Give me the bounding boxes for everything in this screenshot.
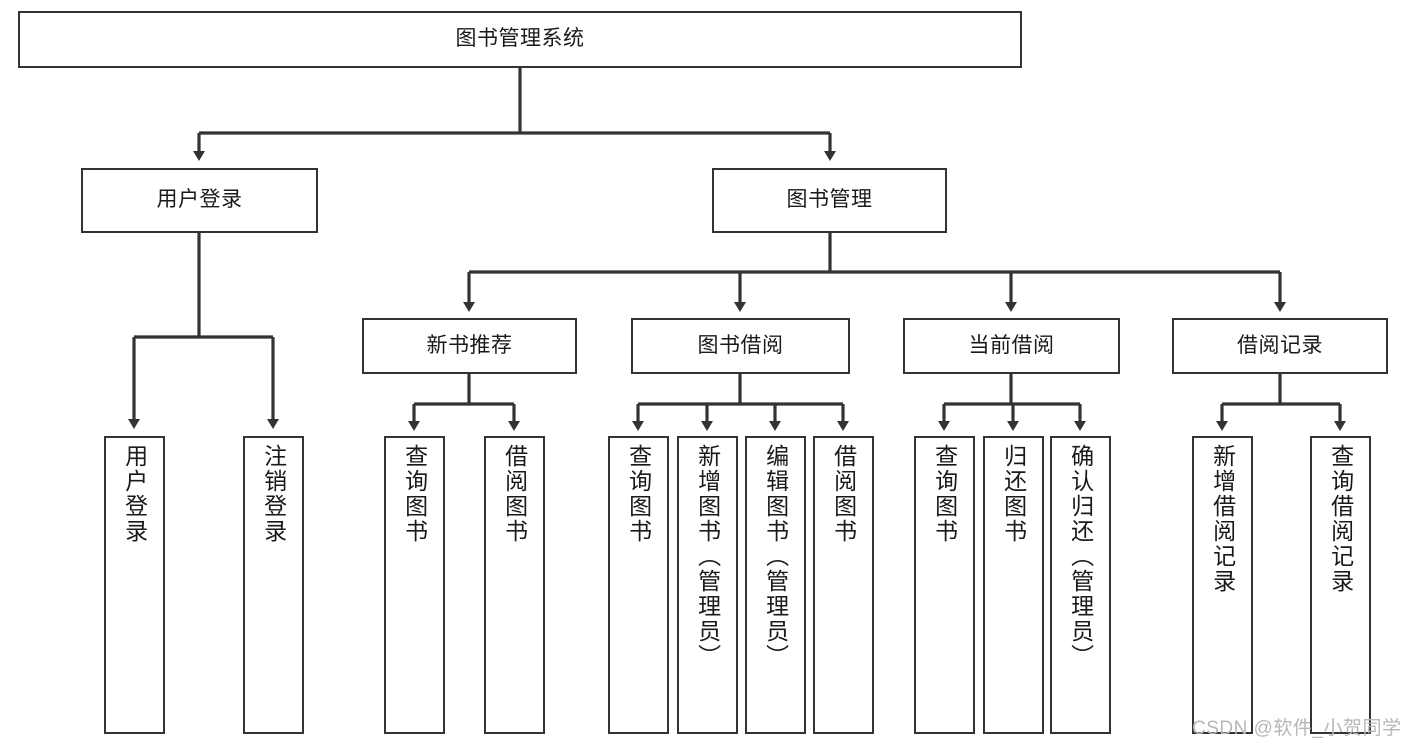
node-label: 查询图书 bbox=[401, 444, 428, 544]
node-label: 用户登录 bbox=[121, 444, 148, 544]
leaf-add-borrow-record[interactable]: 新增借阅记录 bbox=[1192, 436, 1253, 734]
leaf-borrow-book[interactable]: 借阅图书 bbox=[813, 436, 874, 734]
node-label: 新增图书（管理员） bbox=[694, 444, 721, 669]
leaf-edit-book-admin[interactable]: 编辑图书（管理员） bbox=[745, 436, 806, 734]
node-label: 借阅图书 bbox=[830, 444, 857, 544]
node-label: 图书管理 bbox=[786, 188, 873, 212]
node-label: 借阅记录 bbox=[1237, 333, 1323, 357]
node-borrow-record[interactable]: 借阅记录 bbox=[1172, 318, 1388, 374]
leaf-query-book-current[interactable]: 查询图书 bbox=[914, 436, 975, 734]
leaf-return-book[interactable]: 归还图书 bbox=[983, 436, 1044, 734]
watermark: CSDN @软件_小贺同学 bbox=[1192, 718, 1402, 739]
node-label: 确认归还（管理员） bbox=[1067, 444, 1094, 669]
node-new-book-recommend[interactable]: 新书推荐 bbox=[362, 318, 577, 374]
node-label: 新书推荐 bbox=[426, 333, 513, 357]
node-label: 查询图书 bbox=[625, 444, 652, 544]
node-label: 查询图书 bbox=[931, 444, 958, 544]
leaf-query-book-borrow[interactable]: 查询图书 bbox=[608, 436, 669, 734]
leaf-query-borrow-record[interactable]: 查询借阅记录 bbox=[1310, 436, 1371, 734]
node-current-borrow[interactable]: 当前借阅 bbox=[903, 318, 1120, 374]
leaf-logout-login[interactable]: 注销登录 bbox=[243, 436, 304, 734]
node-book-management[interactable]: 图书管理 bbox=[712, 168, 947, 233]
node-root-system[interactable]: 图书管理系统 bbox=[18, 11, 1022, 68]
leaf-user-login[interactable]: 用户登录 bbox=[104, 436, 165, 734]
node-label: 归还图书 bbox=[1000, 444, 1027, 544]
leaf-confirm-return-admin[interactable]: 确认归还（管理员） bbox=[1050, 436, 1111, 734]
node-user-login[interactable]: 用户登录 bbox=[81, 168, 318, 233]
node-label: 图书管理系统 bbox=[455, 27, 585, 51]
node-label: 注销登录 bbox=[260, 444, 287, 544]
leaf-borrow-book-new[interactable]: 借阅图书 bbox=[484, 436, 545, 734]
node-book-borrow[interactable]: 图书借阅 bbox=[631, 318, 850, 374]
node-label: 当前借阅 bbox=[968, 333, 1055, 357]
node-label: 新增借阅记录 bbox=[1209, 444, 1236, 594]
leaf-query-book-new[interactable]: 查询图书 bbox=[384, 436, 445, 734]
node-label: 图书借阅 bbox=[697, 333, 784, 357]
node-label: 查询借阅记录 bbox=[1327, 444, 1354, 594]
node-label: 借阅图书 bbox=[501, 444, 528, 544]
leaf-add-book-admin[interactable]: 新增图书（管理员） bbox=[677, 436, 738, 734]
node-label: 编辑图书（管理员） bbox=[762, 444, 789, 669]
node-label: 用户登录 bbox=[156, 188, 243, 212]
